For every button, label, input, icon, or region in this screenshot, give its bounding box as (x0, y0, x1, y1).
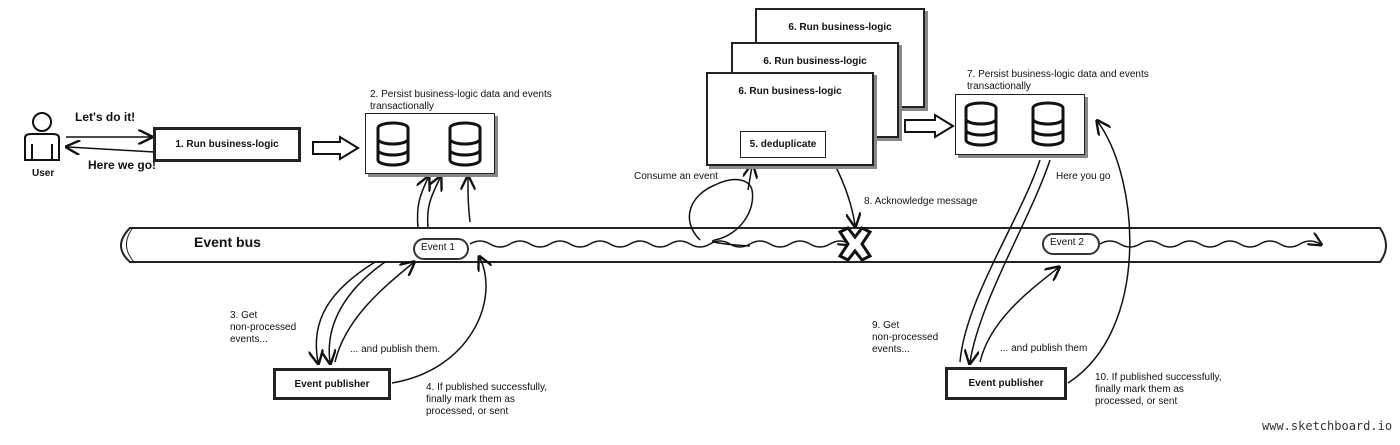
business-logic-label-2: 6. Run business-logic (763, 56, 867, 67)
business-logic-label-3: 6. Run business-logic (788, 22, 892, 33)
database-icon (1031, 101, 1065, 147)
event-bus-inner-edge (126, 228, 135, 263)
publisher1-label: Event publisher (294, 378, 370, 390)
event-bus-shape (120, 227, 1387, 263)
dedupe-box: 5. deduplicate (740, 131, 826, 158)
speech-request: Let's do it! (75, 110, 136, 124)
arrow-here-you-go (970, 159, 1051, 362)
arrow-get-events-1b (329, 261, 386, 362)
step1-label: 1. Run business-logic (175, 139, 279, 150)
step10-label: 10. If published successfully, finally m… (1095, 372, 1222, 407)
step3-label: 3. Get non-processed events... (230, 310, 297, 345)
event1-label: Event 1 (421, 242, 455, 253)
event1-flow (469, 241, 850, 248)
db-box-2 (955, 94, 1085, 155)
step2-label: 2. Persist business-logic data and event… (370, 89, 552, 112)
arrow-publish-1 (334, 263, 413, 363)
business-logic-label-1: 6. Run business-logic (738, 86, 842, 97)
arrow-step1-to-user (68, 147, 155, 152)
db-box-1 (365, 113, 495, 174)
event1-cloud: Event 1 (413, 238, 469, 260)
event-publisher-2: Event publisher (945, 367, 1067, 400)
event2-label: Event 2 (1050, 237, 1084, 248)
arrow-publish-2 (979, 268, 1058, 363)
database-icon (448, 121, 482, 167)
arrow-get-events-2 (959, 159, 1041, 363)
arrow-logic-to-persist (904, 113, 955, 139)
step9-label: 9. Get non-processed events... (872, 320, 939, 355)
consume-label: Consume an event (634, 171, 718, 182)
event-publisher-1: Event publisher (273, 368, 391, 400)
step7-label: 7. Persist business-logic data and event… (967, 69, 1149, 92)
arrow-run-to-persist (312, 135, 360, 161)
arrow-get-events-1 (316, 261, 376, 362)
step9b-label: ... and publish them (1000, 343, 1088, 354)
step3b-label: ... and publish them. (350, 344, 441, 355)
event-bus-label: Event bus (194, 234, 261, 250)
step8-label: 8. Acknowledge message (864, 196, 978, 207)
arrow-bus-to-db1-b (426, 178, 440, 229)
arrow-mark-processed-2 (1067, 122, 1131, 384)
database-icon (964, 101, 998, 147)
database-icon (376, 121, 410, 167)
business-logic-card-1: 6. Run business-logic (706, 72, 874, 166)
arrow-acknowledge (834, 164, 855, 225)
arrow-consume-event (688, 178, 754, 247)
event2-flow (1099, 241, 1320, 248)
step1-box: 1. Run business-logic (153, 127, 301, 162)
dedupe-label: 5. deduplicate (749, 139, 817, 150)
arrow-bus-to-db1 (417, 178, 428, 229)
arrow-bus-to-db1-c (468, 178, 470, 223)
publisher2-label: Event publisher (968, 378, 1044, 389)
watermark: www.sketchboard.io (1262, 419, 1393, 433)
event2-cloud: Event 2 (1042, 233, 1100, 255)
speech-response: Here we go! (88, 158, 157, 172)
step4-label: 4. If published successfully, finally ma… (426, 382, 547, 417)
arrow-mark-processed-1 (391, 258, 486, 384)
user-icon (24, 112, 60, 161)
acknowledge-x-icon (837, 226, 873, 262)
user-label: User (32, 168, 55, 179)
arrow-into-dedupe (748, 166, 752, 191)
here-you-go-label: Here you go (1056, 171, 1111, 182)
